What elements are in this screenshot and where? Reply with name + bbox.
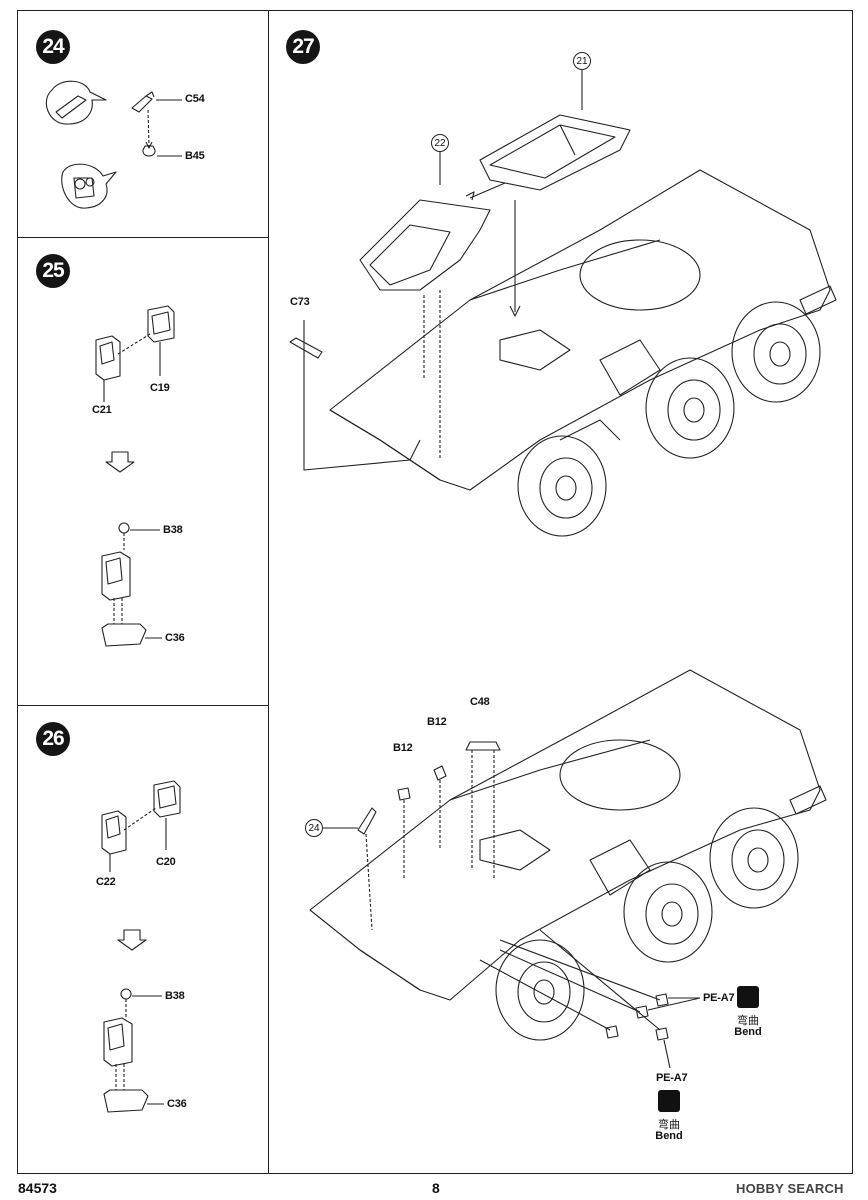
c19-part — [147, 305, 175, 343]
part-22 — [359, 199, 491, 291]
bend-label-cn-right: 弯曲 — [737, 1015, 759, 1027]
b38-can-part-26 — [103, 1017, 133, 1067]
kit-number: 84573 — [18, 1180, 57, 1196]
step-badge-27: 27 — [286, 30, 320, 64]
panel-step-27 — [268, 10, 853, 1174]
label-pe-a7-right: PE-A7 — [703, 992, 735, 1004]
b12-right-part — [433, 765, 447, 781]
label-b12-right: B12 — [427, 716, 447, 728]
label-c22: C22 — [96, 876, 116, 888]
vehicle-top — [329, 169, 837, 537]
watermark: HOBBY SEARCH — [736, 1181, 844, 1196]
label-b45: B45 — [185, 150, 205, 162]
bend-label-cn-bottom: 弯曲 — [658, 1119, 680, 1131]
label-b38-26: B38 — [165, 990, 185, 1002]
label-c36-26: C36 — [167, 1098, 187, 1110]
label-c20: C20 — [156, 856, 176, 868]
bend-label-en-right: Bend — [734, 1026, 762, 1038]
label-c21: C21 — [92, 404, 112, 416]
label-b12-left: B12 — [393, 742, 413, 754]
label-pe-a7-bottom: PE-A7 — [656, 1072, 688, 1084]
bend-label-en-bottom: Bend — [655, 1130, 683, 1142]
label-c36-25: C36 — [165, 632, 185, 644]
step-badge-24: 24 — [36, 30, 70, 64]
c73-part — [289, 337, 323, 359]
c20-part — [153, 780, 181, 818]
c21-part — [95, 335, 121, 381]
part-24-sub — [357, 807, 377, 835]
c22-part — [101, 810, 127, 855]
ref-circle-22: 22 — [431, 134, 449, 152]
label-c54: C54 — [185, 93, 205, 105]
ref-circle-24: 24 — [305, 819, 323, 837]
bend-icon-right — [737, 986, 759, 1008]
page-number: 8 — [432, 1180, 440, 1196]
vehicle-bottom — [309, 669, 827, 1041]
c48-part — [465, 741, 501, 751]
label-c19: C19 — [150, 382, 170, 394]
label-c48: C48 — [470, 696, 490, 708]
c36-part-26 — [103, 1089, 149, 1113]
down-arrow-26 — [117, 929, 147, 951]
b38-can-part — [101, 551, 131, 601]
label-c73: C73 — [290, 296, 310, 308]
part-21 — [479, 114, 631, 191]
callout-bubble-top — [45, 80, 107, 125]
callout-bubble-bottom — [61, 163, 117, 209]
step-badge-25: 25 — [36, 254, 70, 288]
label-b38-25: B38 — [163, 524, 183, 536]
down-arrow-25 — [105, 451, 135, 473]
step-badge-26: 26 — [36, 722, 70, 756]
bend-icon-bottom — [658, 1090, 680, 1112]
ref-circle-21: 21 — [573, 52, 591, 70]
c36-part — [101, 623, 147, 647]
b12-left-part — [397, 787, 411, 801]
